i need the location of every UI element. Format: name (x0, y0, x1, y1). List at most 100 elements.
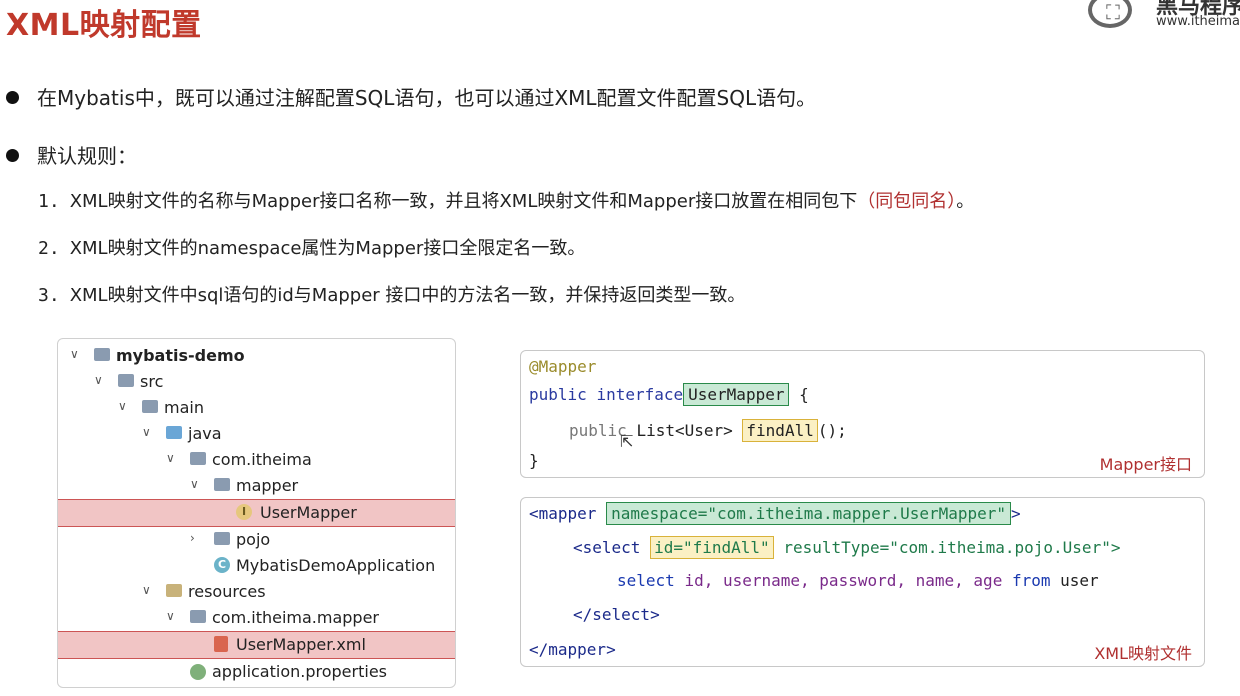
code-keyword: public (529, 385, 587, 404)
bullet-text: 默认规则： (37, 144, 137, 168)
chevron-down-icon[interactable]: ∨ (118, 399, 127, 413)
code-brace: { (799, 385, 809, 404)
tree-item-label: com.itheima (212, 450, 312, 469)
xml-attr: resultType="com.itheima.pojo.User"> (783, 538, 1121, 557)
code-line-select-open: <select id="findAll" resultType="com.ith… (573, 536, 1121, 559)
bullet-default-rules: 默认规则： (6, 140, 137, 169)
rule-number: 1. (38, 191, 60, 212)
chevron-down-icon[interactable]: ∨ (142, 583, 151, 597)
folder-icon (142, 400, 158, 413)
xml-mapper-code: <mapper namespace="com.itheima.mapper.Us… (520, 497, 1205, 667)
tree-item-label: UserMapper.xml (236, 635, 366, 654)
tree-item-label: src (140, 372, 164, 391)
code-close-brace: } (529, 451, 539, 470)
sql-columns: id, username, password, name, age (684, 571, 1003, 590)
rule-text: XML映射文件的namespace属性为Mapper接口全限定名一致。 (69, 238, 586, 259)
rule-tail: 。 (956, 191, 975, 212)
package-icon (190, 452, 206, 465)
rule-3: 3. XML映射文件中sql语句的id与Mapper 接口中的方法名一致，并保持返… (38, 281, 745, 307)
code-type: List<User> (636, 421, 733, 440)
method-name-highlight: findAll (742, 419, 818, 442)
tree-item-usermapper[interactable]: I UserMapper (58, 499, 455, 527)
bullet-dot-icon (6, 149, 19, 162)
rule-text: XML映射文件中sql语句的id与Mapper 接口中的方法名一致，并保持返回类… (69, 285, 746, 306)
xml-tag: <select (573, 538, 641, 557)
tree-item-mybatisdemoapplication[interactable]: C MybatisDemoApplication (58, 553, 455, 579)
tree-item-com-itheima[interactable]: ∨ com.itheima (58, 447, 455, 473)
tree-item-pojo[interactable]: › pojo (58, 527, 455, 553)
sql-keyword: from (1011, 571, 1051, 590)
code-line-method: public List<User> findAll(); (569, 419, 847, 442)
tree-item-mapper[interactable]: ∨ mapper (58, 473, 455, 499)
folder-icon (118, 374, 134, 387)
bullet-intro: 在Mybatis中，既可以通过注解配置SQL语句，也可以通过XML配置文件配置S… (6, 82, 816, 111)
tree-item-application-properties[interactable]: application.properties (58, 659, 455, 685)
project-tree: ∨ mybatis-demo ∨ src ∨ main ∨ java ∨ com… (57, 338, 456, 688)
tree-item-java[interactable]: ∨ java (58, 421, 455, 447)
page-title: XML映射配置 (6, 8, 202, 43)
class-icon: C (214, 557, 230, 573)
code-line-sql: select id, username, password, name, age… (617, 571, 1099, 590)
sql-keyword: select (617, 571, 675, 590)
code-keyword: public (569, 421, 627, 440)
code-line-mapper-open: <mapper namespace="com.itheima.mapper.Us… (529, 502, 1021, 525)
chevron-down-icon[interactable]: ∨ (94, 373, 103, 387)
code-keyword: interface (596, 385, 684, 404)
tree-item-mybatis-demo[interactable]: ∨ mybatis-demo (58, 343, 455, 369)
bullet-dot-icon (6, 91, 19, 104)
namespace-highlight: namespace="com.itheima.mapper.UserMapper… (606, 502, 1012, 525)
interface-name-highlight: UserMapper (683, 383, 790, 406)
xml-tag: <mapper (529, 504, 597, 523)
chevron-down-icon[interactable]: ∨ (166, 609, 175, 623)
tree-item-label: com.itheima.mapper (212, 608, 380, 627)
chevron-right-icon[interactable]: › (190, 531, 195, 545)
chevron-down-icon[interactable]: ∨ (166, 451, 175, 465)
code-punct: (); (817, 421, 847, 440)
module-icon (94, 348, 110, 361)
rule-2: 2. XML映射文件的namespace属性为Mapper接口全限定名一致。 (38, 234, 585, 260)
logo-text: 黑马程序员 (1156, 0, 1240, 19)
tree-item-usermapper-xml[interactable]: UserMapper.xml (58, 631, 455, 659)
rule-1: 1. XML映射文件的名称与Mapper接口名称一致，并且将XML映射文件和Map… (38, 187, 974, 213)
tree-item-label: pojo (236, 530, 271, 549)
source-folder-icon (166, 426, 182, 439)
chevron-down-icon[interactable]: ∨ (190, 477, 199, 491)
xml-file-icon (214, 636, 228, 652)
package-icon (214, 478, 230, 491)
tree-item-label: mapper (236, 476, 299, 495)
tree-item-label: mybatis-demo (116, 346, 245, 365)
tree-item-label: application.properties (212, 662, 387, 681)
chevron-down-icon[interactable]: ∨ (70, 347, 79, 361)
xml-caption: XML映射文件 (1094, 644, 1192, 663)
package-icon (190, 610, 206, 623)
resources-folder-icon (166, 584, 182, 597)
bullet-text: 在Mybatis中，既可以通过注解配置SQL语句，也可以通过XML配置文件配置S… (37, 86, 817, 110)
logo-url: www.itheima.com (1156, 14, 1240, 29)
tree-item-label: MybatisDemoApplication (236, 556, 436, 575)
chevron-down-icon[interactable]: ∨ (142, 425, 151, 439)
tree-item-label: main (164, 398, 204, 417)
tree-item-src[interactable]: ∨ src (58, 369, 455, 395)
tree-item-resources[interactable]: ∨ resources (58, 579, 455, 605)
code-line-select-close: </select> (573, 605, 660, 624)
tree-item-label: resources (188, 582, 266, 601)
interface-icon: I (236, 504, 252, 520)
tree-item-label: UserMapper (260, 503, 357, 522)
xml-tag: > (1011, 504, 1021, 523)
rule-highlight: （同包同名） (857, 191, 957, 212)
tree-item-com-itheima-mapper[interactable]: ∨ com.itheima.mapper (58, 605, 455, 631)
rule-number: 2. (38, 238, 60, 259)
package-icon (214, 532, 230, 545)
code-annotation: @Mapper (529, 357, 597, 376)
tree-item-main[interactable]: ∨ main (58, 395, 455, 421)
rule-number: 3. (38, 285, 60, 306)
id-highlight: id="findAll" (650, 536, 774, 559)
mapper-caption: Mapper接口 (1099, 455, 1192, 474)
mouse-cursor-icon: ⇱ (620, 432, 634, 451)
rule-text: XML映射文件的名称与Mapper接口名称一致，并且将XML映射文件和Mappe… (69, 191, 858, 212)
brand-logo: ⛶ 黑马程序员 www.itheima.com (1086, 0, 1240, 38)
sql-table: user (1060, 571, 1099, 590)
properties-file-icon (190, 664, 206, 680)
